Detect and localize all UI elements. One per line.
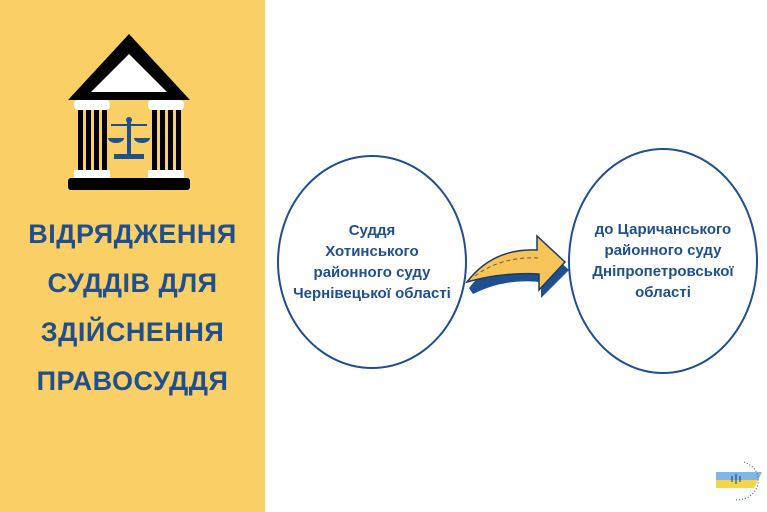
destination-line: районного суду — [604, 242, 722, 259]
destination-line: області — [635, 284, 691, 301]
destination-line: Дніпропетровської — [592, 263, 734, 280]
headline-line: СУДДІВ ДЛЯ — [47, 268, 218, 298]
destination-line: до Царичанського — [594, 221, 732, 238]
headline-line: ВІДРЯДЖЕННЯ — [28, 219, 237, 249]
headline: ВІДРЯДЖЕННЯ СУДДІВ ДЛЯ ЗДІЙСНЕННЯ ПРАВОС… — [0, 210, 265, 406]
left-panel: ВІДРЯДЖЕННЯ СУДДІВ ДЛЯ ЗДІЙСНЕННЯ ПРАВОС… — [0, 0, 265, 512]
source-court-circle: Суддя Хотинського районного суду Черніве… — [277, 155, 467, 369]
scales-icon — [108, 117, 150, 159]
source-line: Суддя — [348, 222, 396, 239]
destination-court-circle: до Царичанського районного суду Дніпропе… — [568, 148, 758, 374]
source-line: районного суду — [313, 264, 431, 281]
courthouse-icon — [68, 34, 190, 190]
headline-line: ПРАВОСУДДЯ — [36, 366, 229, 396]
arrow-right-icon — [465, 234, 569, 298]
source-line: Чернівецької області — [293, 285, 451, 302]
council-logo — [716, 461, 762, 501]
headline-line: ЗДІЙСНЕННЯ — [40, 317, 225, 347]
source-line: Хотинського — [325, 243, 419, 260]
